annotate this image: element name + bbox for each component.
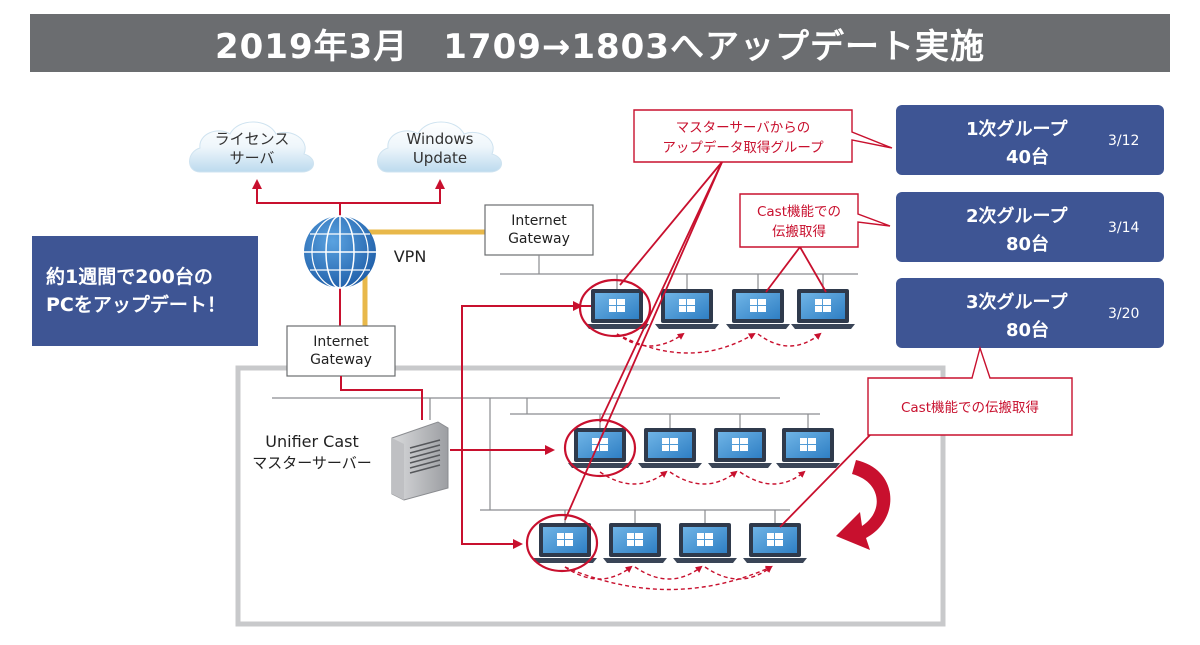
group-date: 3/12 — [1108, 133, 1140, 149]
group-name: 3次グループ — [966, 292, 1068, 313]
group1-laptops — [585, 289, 855, 329]
gateway-label: Gateway — [508, 231, 570, 247]
callout-text: マスターサーバからの — [676, 120, 811, 136]
callout-text: 伝搬取得 — [772, 223, 826, 240]
callout-cast-wide: Cast機能での伝搬取得 — [779, 345, 1073, 528]
group-transition-arrow — [836, 460, 891, 550]
laptop-icon — [726, 289, 790, 329]
windows-update-cloud: Windows Update — [377, 121, 502, 173]
summary-note: 約1週間で200台の PCをアップデート！ — [32, 236, 258, 346]
cloud-label: Update — [413, 149, 467, 167]
cloud-label: Windows — [407, 130, 474, 148]
group-count: 80台 — [1006, 234, 1050, 255]
laptop-icon — [638, 428, 702, 468]
laptop-icon — [673, 523, 737, 563]
cast-propagation-arrows — [564, 332, 822, 591]
page-title: 2019年3月 1709→1803へアップデート実施 — [30, 14, 1170, 72]
callout-master-fetch: マスターサーバからの アップデータ取得グループ — [564, 109, 893, 521]
laptop-icon — [791, 289, 855, 329]
internet-gateway-top: Internet Gateway — [484, 204, 594, 256]
server-distribution-arrows — [450, 301, 600, 549]
laptop-icon — [708, 428, 772, 468]
group-date: 3/20 — [1108, 306, 1140, 322]
group-box-2: 2次グループ 80台 3/14 — [896, 192, 1164, 262]
group-count: 40台 — [1006, 147, 1050, 168]
cloud-label: ライセンス — [215, 130, 290, 148]
master-server-icon — [391, 421, 449, 501]
group2-laptops — [568, 428, 840, 468]
laptop-icon — [568, 428, 632, 468]
laptop-icon — [585, 289, 649, 329]
gateway-label: Internet — [313, 334, 369, 350]
group-box-3: 3次グループ 80台 3/20 — [896, 278, 1164, 348]
group-box-1: 1次グループ 40台 3/12 — [896, 105, 1164, 175]
laptop-icon — [776, 428, 840, 468]
vpn-label: VPN — [394, 247, 427, 266]
callout-text: アップデータ取得グループ — [662, 139, 824, 156]
globe-icon — [304, 215, 376, 289]
summary-line-1: 約1週間で200台の — [46, 266, 213, 288]
laptop-icon — [743, 523, 807, 563]
callout-text: Cast機能での伝搬取得 — [901, 399, 1039, 416]
office-boundary — [235, 365, 946, 627]
group-date: 3/14 — [1108, 220, 1140, 236]
server-label-line-2: マスターサーバー — [252, 454, 372, 472]
callout-text: Cast機能での — [757, 204, 841, 220]
internet-gateway-bottom: Internet Gateway — [286, 325, 396, 377]
gateway-label: Internet — [511, 213, 567, 229]
group-count: 80台 — [1006, 320, 1050, 341]
callout-cast-small: Cast機能での 伝搬取得 — [739, 193, 891, 293]
laptop-icon — [533, 523, 597, 563]
cloud-label: サーバ — [230, 149, 275, 167]
summary-line-2: PCをアップデート！ — [46, 294, 226, 316]
license-server-cloud: ライセンス サーバ — [189, 121, 314, 173]
gateway-to-server-link — [340, 376, 423, 420]
gateway-label: Gateway — [310, 352, 372, 368]
group-name: 2次グループ — [966, 206, 1068, 227]
group-name: 1次グループ — [966, 119, 1068, 140]
laptop-icon — [603, 523, 667, 563]
server-label-line-1: Unifier Cast — [265, 432, 358, 451]
group3-laptops — [533, 523, 807, 563]
